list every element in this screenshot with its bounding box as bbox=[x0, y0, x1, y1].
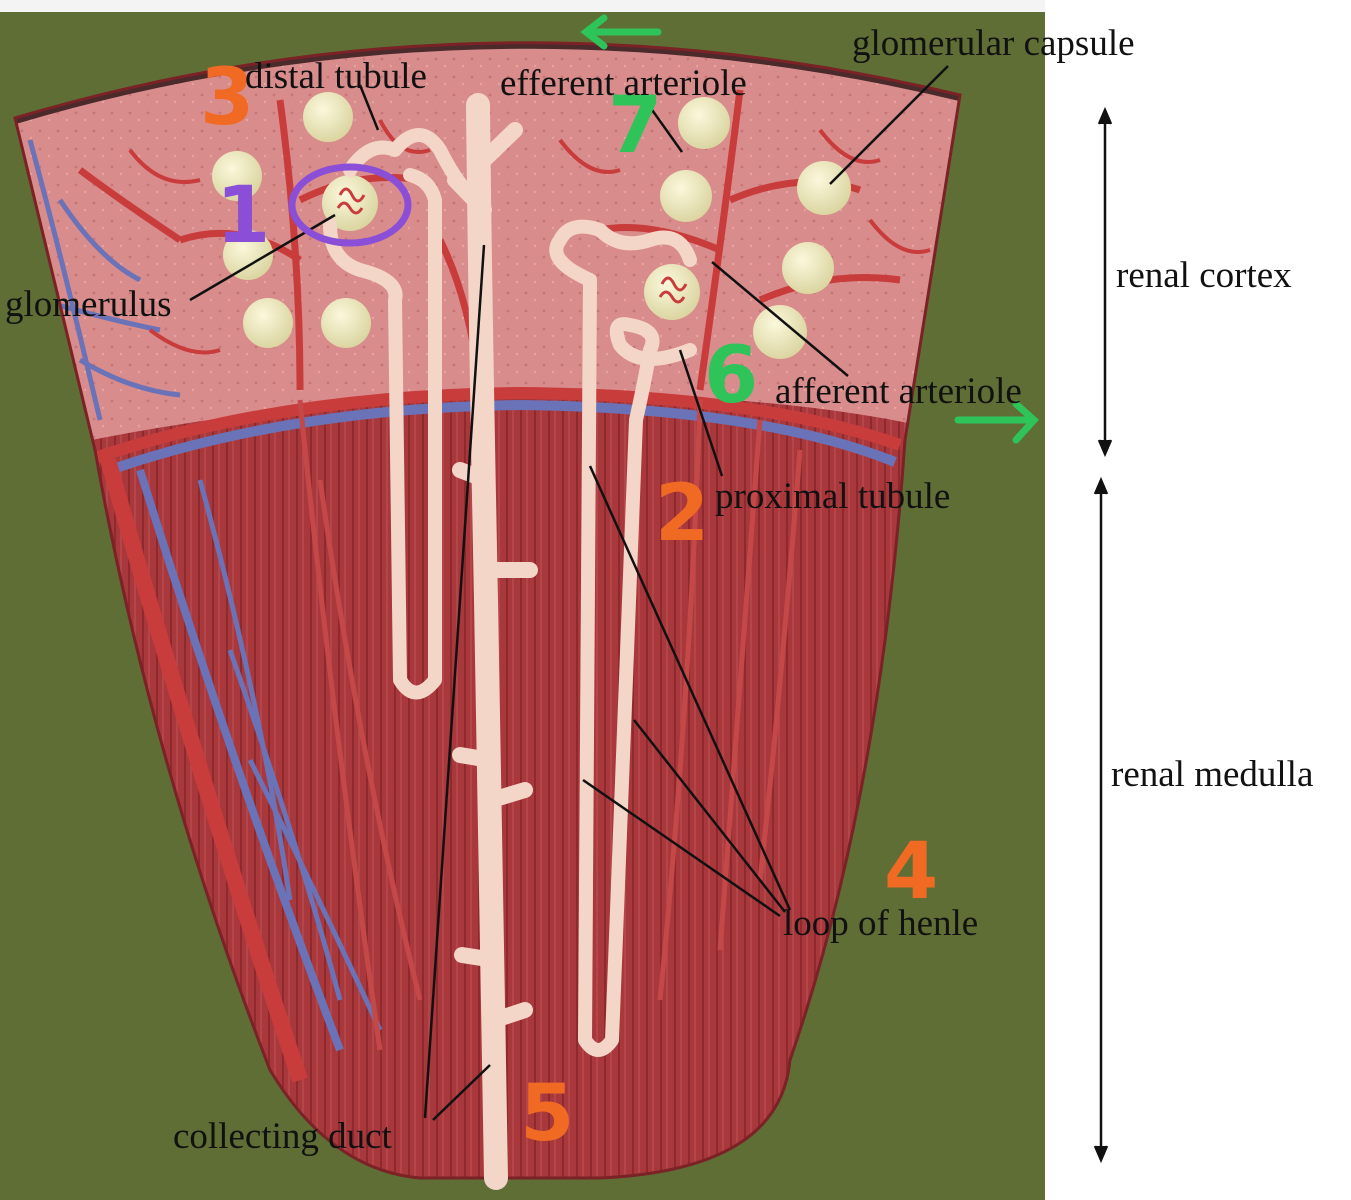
cortex-vein-branches bbox=[27, 139, 181, 421]
leader-glomerular-capsule bbox=[829, 65, 949, 185]
leader-loop-henle-3 bbox=[582, 778, 781, 918]
leader-collecting-duct-2 bbox=[432, 1064, 491, 1121]
green-arrow-right-icon bbox=[954, 400, 1039, 444]
capsule bbox=[782, 242, 834, 294]
leader-efferent-arteriole bbox=[643, 99, 684, 153]
tubules bbox=[323, 93, 697, 1190]
label-proximal-tubule: proximal tubule bbox=[715, 476, 950, 517]
capsule bbox=[243, 298, 293, 348]
capsule bbox=[678, 97, 730, 149]
leader-loop-henle-1 bbox=[588, 465, 792, 911]
medulla-vein-branches bbox=[197, 479, 383, 1032]
leader-afferent-arteriole bbox=[711, 261, 849, 377]
label-distal-tubule: distal tubule bbox=[245, 56, 427, 97]
leader-collecting-duct-1 bbox=[423, 244, 486, 1119]
capsule bbox=[223, 230, 273, 280]
arcuate-artery bbox=[93, 386, 903, 464]
renal-medulla-arrowheads bbox=[1093, 476, 1109, 1164]
glomerular-capsule-nephron-left bbox=[322, 175, 378, 231]
capsule bbox=[660, 170, 712, 222]
glomerulus-tuft-right bbox=[658, 276, 688, 304]
annotation-number-6: 6 bbox=[704, 331, 758, 421]
annotation-number-4: 4 bbox=[884, 827, 938, 917]
leader-proximal-tubule bbox=[678, 349, 724, 477]
label-renal-cortex: renal cortex bbox=[1116, 255, 1292, 296]
label-efferent-arteriole: efferent arteriole bbox=[500, 63, 747, 104]
label-afferent-arteriole: afferent arteriole bbox=[775, 371, 1022, 412]
right-white-panel bbox=[1045, 0, 1351, 1200]
interlobar-vein bbox=[136, 468, 344, 1052]
vasa-recta bbox=[297, 399, 803, 1051]
capsule bbox=[212, 151, 262, 201]
region-labels: renal cortex renal medulla bbox=[1111, 255, 1313, 795]
label-glomerulus: glomerulus bbox=[5, 284, 171, 325]
annotation-number-1: 1 bbox=[216, 171, 270, 261]
top-white-strip bbox=[0, 0, 1045, 12]
leader-distal-tubule bbox=[358, 84, 380, 131]
glomerular-capsules bbox=[212, 92, 851, 359]
structure-labels: distal tubule efferent arteriole glomeru… bbox=[5, 23, 1135, 1157]
annotation-number-5: 5 bbox=[520, 1069, 574, 1159]
wedge-outline bbox=[13, 41, 962, 1180]
leader-lines bbox=[189, 65, 1113, 1164]
left-nephron-tubule bbox=[323, 128, 477, 700]
capsule bbox=[303, 92, 353, 142]
capsule bbox=[797, 161, 851, 215]
glomerular-capsule-nephron-right bbox=[644, 264, 700, 320]
annotation-number-7: 7 bbox=[608, 81, 662, 171]
renal-cortex-arrowheads bbox=[1097, 106, 1113, 458]
arcuate-vein bbox=[108, 399, 897, 475]
glomerulus-tuft-left bbox=[336, 187, 366, 215]
label-glomerular-capsule: glomerular capsule bbox=[852, 23, 1135, 64]
right-nephron-tubule bbox=[549, 219, 697, 1057]
interlobar-artery bbox=[100, 457, 308, 1083]
annotation-number-3: 3 bbox=[200, 53, 254, 143]
label-collecting-duct: collecting duct bbox=[173, 1116, 393, 1157]
capsule bbox=[321, 298, 371, 348]
label-renal-medulla: renal medulla bbox=[1111, 754, 1313, 795]
capsule bbox=[753, 305, 807, 359]
purple-circle-mark bbox=[288, 163, 412, 247]
leader-loop-henle-2 bbox=[633, 719, 786, 913]
annotation-number-2: 2 bbox=[655, 469, 709, 559]
hand-annotations: 1 2 3 4 5 6 7 bbox=[200, 14, 1039, 1159]
green-arrow-top-icon bbox=[580, 14, 662, 50]
collecting-duct-tube bbox=[466, 93, 508, 1190]
label-loop-of-henle: loop of henle bbox=[783, 903, 978, 944]
